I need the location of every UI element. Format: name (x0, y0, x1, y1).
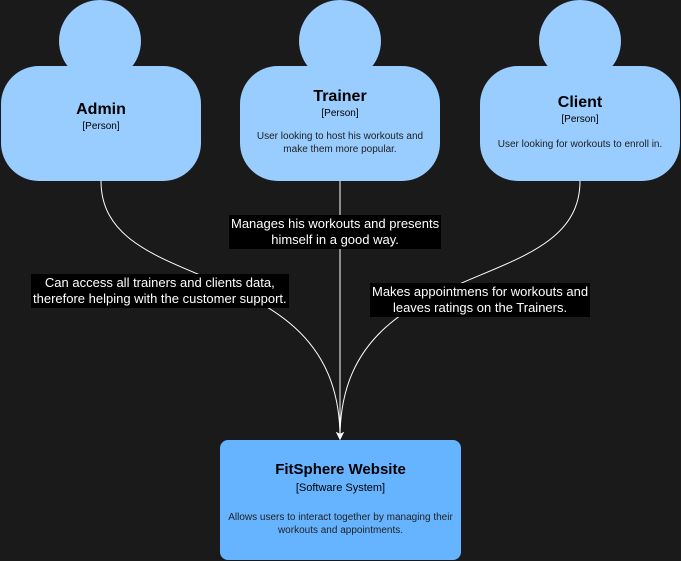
trainer-name: Trainer (313, 88, 367, 105)
admin-relationship-line2: therefore helping with the customer supp… (33, 291, 287, 306)
admin-person-box[interactable]: Admin [Person] (1, 66, 201, 181)
trainer-relationship-label: Manages his workouts and presents himsel… (229, 215, 442, 249)
fitsphere-system-box[interactable]: FitSphere Website [Software System] Allo… (220, 440, 461, 560)
admin-relationship-label: Can access all trainers and clients data… (31, 274, 289, 308)
system-type: [Software System] (295, 482, 386, 494)
client-relationship-line2: leaves ratings on the Trainers. (392, 300, 568, 315)
trainer-relationship-line2: himself in a good way. (271, 232, 399, 247)
trainer-person-box[interactable]: Trainer [Person] User looking to host hi… (240, 66, 440, 181)
admin-name: Admin (76, 101, 126, 118)
client-name: Client (557, 94, 603, 111)
client-relationship-label: Makes appointmens for workouts and leave… (370, 283, 591, 317)
client-person-box[interactable]: Client [Person] User looking for workout… (480, 66, 680, 181)
client-relationship-line1: Makes appointmens for workouts and (372, 284, 589, 299)
trainer-type: [Person] (321, 108, 359, 119)
client-type: [Person] (561, 114, 599, 125)
trainer-description: User looking to host his workouts and ma… (256, 131, 424, 155)
trainer-relationship-line1: Manages his workouts and presents (231, 216, 440, 231)
admin-type: [Person] (82, 121, 120, 132)
admin-relationship-line1: Can access all trainers and clients data… (44, 275, 275, 290)
system-name: FitSphere Website (275, 461, 406, 478)
system-description: Allows users to interact together by man… (228, 512, 453, 536)
client-description: User looking for workouts to enroll in. (497, 139, 663, 150)
